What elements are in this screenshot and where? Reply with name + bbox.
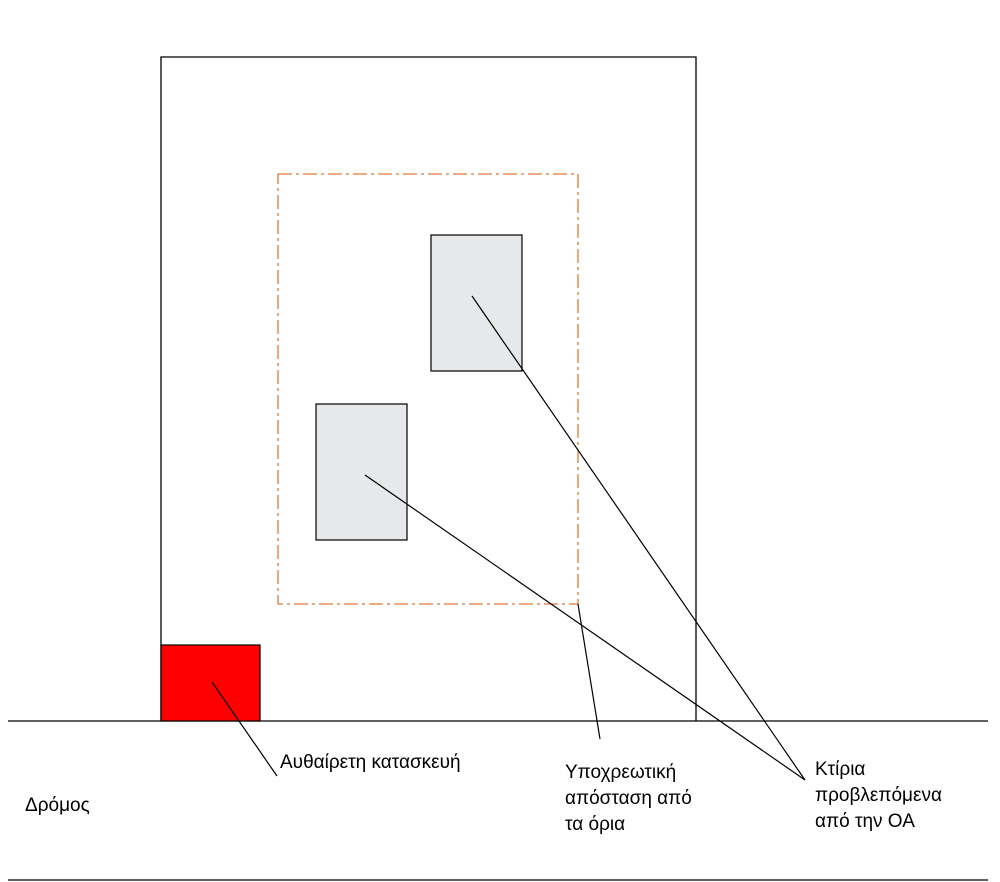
illegal-construction-label: Αυθαίρετη κατασκευή <box>280 752 461 773</box>
setback-label-line: απόσταση από <box>565 788 692 809</box>
setback-label: Υποχρεωτική απόσταση από τα όρια <box>565 762 697 835</box>
planned-buildings-label-line: Κτίρια <box>815 759 865 780</box>
road-label: Δρόμος <box>25 795 90 816</box>
leader-illegal <box>211 681 278 777</box>
setback-label-line: Υποχρεωτική <box>565 762 676 783</box>
planned-building-lower <box>315 403 408 541</box>
leader-setback <box>577 603 601 740</box>
plot-boundary <box>160 56 697 721</box>
planned-buildings-label-line: προβλεπόμενα <box>815 785 942 806</box>
planned-buildings-label-line: από την ΟΑ <box>815 811 915 832</box>
leader-building-lower <box>364 474 806 781</box>
setback-boundary <box>277 173 579 605</box>
planned-buildings-label: Κτίρια προβλεπόμενα από την ΟΑ <box>815 759 947 832</box>
setback-label-line: τα όρια <box>565 814 625 835</box>
illegal-construction <box>160 644 261 722</box>
leader-building-upper <box>471 295 806 781</box>
